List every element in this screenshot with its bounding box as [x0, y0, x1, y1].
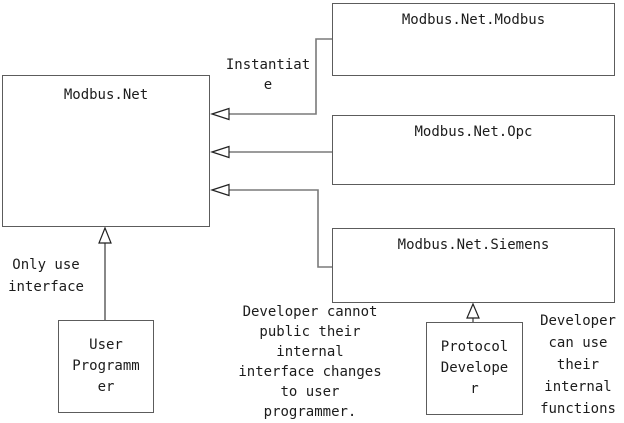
class-box-modbus-net-opc: Modbus.Net.Opc: [332, 115, 615, 185]
class-title: Modbus.Net.Siemens: [397, 237, 550, 253]
arrowhead-left-icon: [210, 145, 230, 159]
class-title: Modbus.Net: [63, 87, 149, 103]
connector-modbus-to-core: [229, 38, 333, 115]
arrowhead-up-icon: [98, 226, 112, 244]
label-instantiate: Instantiat e: [225, 57, 311, 93]
actor-label: Protocol Develope r: [440, 339, 509, 397]
arrowhead-left-icon: [210, 107, 230, 121]
arrowhead-left-icon: [210, 183, 230, 197]
class-title: Modbus.Net.Opc: [414, 124, 533, 140]
label-developer-can-use-note: Developer can use their internal functio…: [540, 313, 616, 417]
class-title: Modbus.Net.Modbus: [401, 12, 546, 28]
label-only-use-interface: Only use interface: [8, 257, 84, 295]
arrowhead-up-icon: [466, 302, 480, 319]
connector-siemens-to-core: [229, 189, 333, 268]
actor-label: User Programm er: [72, 337, 140, 395]
class-box-modbus-net: Modbus.Net: [2, 75, 210, 227]
actor-box-user-programmer: User Programm er: [58, 320, 154, 413]
label-developer-cannot-note: Developer cannot public their internal i…: [238, 304, 382, 420]
actor-box-protocol-developer: Protocol Develope r: [426, 322, 523, 415]
class-box-modbus-net-modbus: Modbus.Net.Modbus: [332, 3, 615, 76]
class-box-modbus-net-siemens: Modbus.Net.Siemens: [332, 228, 615, 303]
